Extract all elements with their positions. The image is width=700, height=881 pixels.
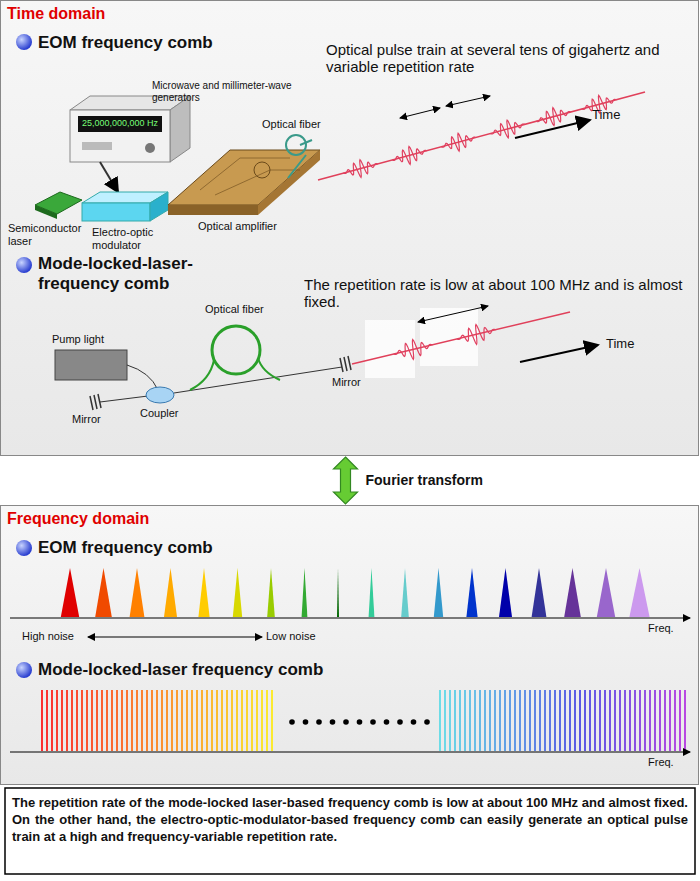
freq-axis (10, 752, 690, 753)
part-label: Coupler (140, 407, 179, 420)
time-arrow (520, 345, 598, 362)
fiber (100, 396, 148, 402)
axis-note: Low noise (266, 630, 316, 643)
period-arrow (446, 96, 490, 106)
note-text: The repetition rate is low at about 100 … (304, 276, 684, 311)
part-label: Electro-optic modulator (92, 226, 172, 251)
section-heading: Mode-locked-laser-frequency comb (38, 254, 248, 293)
pulse-line (352, 312, 570, 364)
part-label: Optical amplifier (198, 220, 277, 233)
part-label: Pump light (52, 333, 104, 346)
transform-arrow (334, 457, 358, 504)
fiber (174, 367, 342, 393)
edge-label: Fourier transform (366, 472, 483, 488)
pump-source (55, 350, 127, 380)
pulse-window (365, 320, 415, 378)
axis-label: Freq. (648, 622, 674, 635)
fiber (288, 140, 312, 178)
note-text: Optical pulse train at several tens of g… (326, 41, 686, 76)
caption-box (5, 788, 695, 874)
panel-ground (1, 506, 698, 784)
section-heading: EOM frequency comb (38, 33, 213, 53)
pulse-line (318, 92, 645, 180)
part-label: Mirror (332, 376, 361, 389)
laser-chip (35, 192, 82, 219)
period-arrow (400, 108, 440, 118)
comb-lines (61, 568, 650, 617)
pump-fiber (127, 365, 158, 390)
panel-title: Time domain (7, 5, 105, 23)
axis-label: Freq. (648, 756, 674, 769)
noise-arrow (88, 637, 262, 638)
panel-ground (1, 1, 698, 455)
fiber (190, 358, 280, 390)
part-label: Semiconductor laser (8, 222, 78, 247)
mirror (90, 394, 101, 410)
freq-axis (10, 618, 690, 619)
part-label: Optical fiber (205, 303, 264, 316)
bullet (16, 34, 32, 50)
modulator (82, 192, 168, 221)
axis-label: Time (606, 337, 634, 352)
bullet (16, 540, 32, 556)
part-label: Optical fiber (262, 118, 321, 131)
time-arrow (515, 120, 590, 138)
pulse-train (343, 95, 616, 177)
axis-note: High noise (22, 630, 74, 643)
section-heading: EOM frequency comb (38, 538, 213, 558)
mirror (340, 356, 351, 372)
coupler (146, 387, 174, 403)
panel-title: Frequency domain (7, 510, 149, 528)
comb-lines (42, 690, 685, 751)
signal-generator (70, 96, 190, 162)
rf-feed (100, 162, 118, 192)
part-label: Mirror (72, 413, 101, 426)
pulse-window (420, 308, 478, 366)
section-heading: Mode-locked-laser frequency comb (38, 660, 323, 680)
optical-amplifier (168, 150, 320, 215)
fiber-loop (286, 135, 306, 155)
part-label: Microwave and millimeter-wave generators (152, 80, 312, 103)
bullet (16, 662, 32, 678)
period-arrow (418, 306, 488, 322)
bullet (16, 257, 32, 273)
axis-label: Time (592, 108, 620, 123)
display-reading: 25,000,000,000 Hz (78, 118, 162, 128)
fiber-loop (212, 326, 260, 374)
caption: The repetition rate of the mode-locked l… (12, 795, 688, 846)
pulse-train (394, 325, 496, 360)
